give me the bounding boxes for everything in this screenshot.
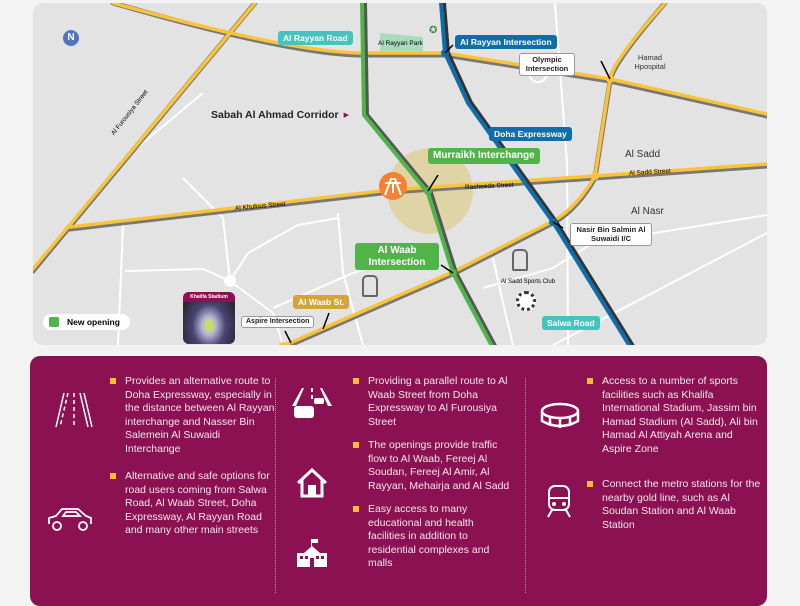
benefit-item: Access to a number of sports facilities … [587, 375, 762, 456]
benefit-item: Connect the metro stations for the nearb… [587, 478, 762, 532]
train-icon [547, 485, 571, 518]
benefits-panel: Provides an alternative route to Doha Ex… [30, 356, 767, 606]
white-road [124, 217, 339, 283]
aspire-intersection-label: Aspire Intersection [241, 316, 315, 329]
salwa-road-label: Salwa Road [542, 316, 600, 330]
bullet [587, 378, 593, 384]
north-icon: N [63, 30, 79, 46]
bullet [110, 378, 116, 384]
road-car-icon [292, 388, 332, 418]
olympic-intersection-label: Olympic Intersection [519, 53, 575, 77]
white-road [337, 212, 364, 345]
stadium-icon [540, 402, 580, 428]
nasir-interchange-label: Nasir Bin Salmin Al Suwaidi I/C [570, 223, 652, 247]
benefit-text: Access to a number of sports facilities … [602, 375, 758, 455]
benefit-item: Provides an alternative route to Doha Ex… [110, 375, 275, 456]
benefit-item: Providing a parallel route to Al Waab St… [353, 375, 513, 429]
al-waab-st-label: Al Waab St. [293, 295, 350, 309]
benefit-text: Providing a parallel route to Al Waab St… [368, 375, 508, 428]
al-sadd-club-label: Al Sadd Sports Club [501, 279, 556, 285]
benefit-item: Alternative and safe options for road us… [110, 470, 275, 538]
legend: New opening [43, 314, 130, 330]
star-icon: ✪ [429, 25, 438, 36]
doha-expressway-label: Doha Expressway [489, 127, 572, 141]
benefit-column: Access to a number of sports facilities … [587, 375, 762, 532]
al-rayyan-road-label: Al Rayyan Road [278, 31, 353, 45]
legend-label: New opening [67, 317, 120, 327]
divider [525, 378, 526, 593]
murraikh-interchange-label: Murraikh Interchange [428, 148, 540, 164]
corridor-callout: Sabah Al Ahmad Corridor ▶ [211, 109, 349, 121]
corridor-label: Sabah Al Ahmad Corridor [211, 109, 339, 121]
benefit-text: Provides an alternative route to Doha Ex… [125, 375, 275, 455]
al-rayyan-intersection-label: Al Rayyan Intersection [455, 35, 557, 49]
road-icon [55, 392, 93, 428]
white-road [492, 257, 514, 345]
benefit-column: Provides an alternative route to Doha Ex… [110, 375, 275, 538]
al-sadd-label: Al Sadd [625, 149, 661, 160]
legend-green-swatch [49, 317, 59, 327]
benefit-item: The openings provide traffic flow to Al … [353, 439, 513, 493]
benefit-column: Providing a parallel route to Al Waab St… [353, 375, 513, 571]
al-rayyan-park-label: Al Rayyan Park [378, 40, 423, 47]
benefit-text: Connect the metro stations for the nearb… [602, 478, 761, 531]
benefit-text: Alternative and safe options for road us… [125, 470, 270, 536]
benefit-text: The openings provide traffic flow to Al … [368, 439, 510, 492]
house-icon [296, 468, 328, 498]
khalifa-stadium-image: Khalifa Stadium [183, 292, 235, 344]
al-nasr-label: Al Nasr [631, 206, 664, 217]
benefit-text: Easy access to many educational and heal… [368, 503, 490, 569]
bullet [587, 481, 593, 487]
map[interactable]: N Al Rayyan Road Al Rayyan Park ✪ Al Ray… [33, 3, 767, 345]
doha-expressway [439, 3, 632, 345]
train-icon [512, 249, 528, 271]
divider [275, 378, 276, 593]
car-icon [48, 508, 92, 531]
park-area [380, 33, 423, 51]
khalifa-stadium-label: Khalifa Stadium [183, 292, 235, 302]
bullet [353, 378, 359, 384]
bullet [353, 506, 359, 512]
hamad-hospital-label: Hamad Hpospital [634, 53, 666, 71]
school-icon [297, 539, 327, 567]
bullet [110, 473, 116, 479]
benefit-item: Easy access to many educational and heal… [353, 503, 513, 571]
arrow-icon: ▶ [343, 112, 349, 119]
al-waab-intersection-label: Al Waab Intersection [355, 243, 439, 270]
bullet [353, 442, 359, 448]
road-network [33, 3, 767, 345]
al-sadd-club-logo [516, 291, 536, 311]
train-icon [362, 275, 378, 297]
